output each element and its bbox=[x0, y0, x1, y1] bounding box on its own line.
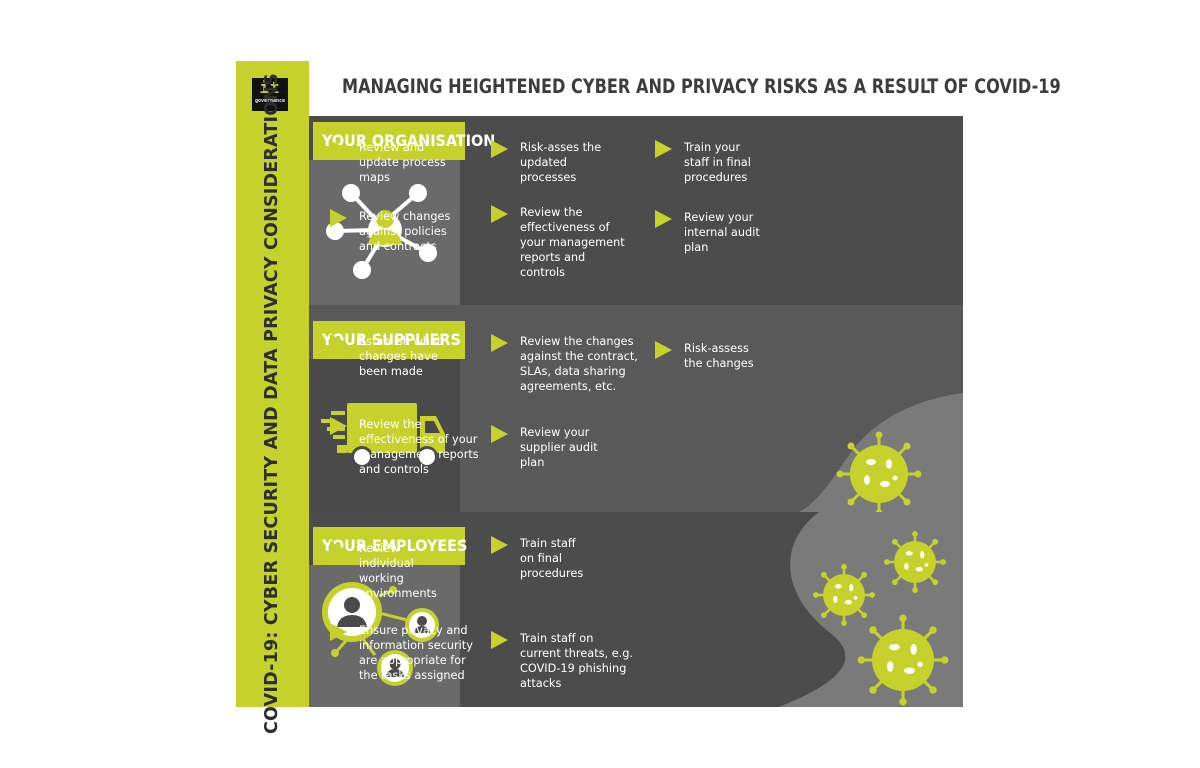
arrow-icon bbox=[491, 140, 508, 158]
item-text: Risk-assess the changes bbox=[684, 342, 754, 370]
network-person-icon bbox=[326, 184, 437, 279]
arrow-icon bbox=[655, 341, 672, 359]
item-text: Train staff on final procedures bbox=[520, 537, 584, 580]
list-item: Risk-asses the updated processes bbox=[491, 140, 601, 185]
arrow-icon bbox=[491, 425, 508, 443]
item-text: Review and update process maps bbox=[359, 141, 446, 184]
list-item: Review and update process maps bbox=[330, 140, 446, 185]
item-text: Review the effectiveness of your managem… bbox=[359, 418, 479, 476]
list-item: Review your supplier audit plan bbox=[491, 425, 598, 470]
section-suppliers: YOUR SUPPLIERS Es bbox=[309, 305, 963, 517]
virus-icon bbox=[857, 614, 949, 706]
item-text: Review changes against policies and cont… bbox=[359, 210, 451, 253]
virus-icon bbox=[813, 564, 875, 626]
item-text: Review your supplier audit plan bbox=[520, 426, 598, 469]
arrow-icon bbox=[330, 209, 347, 227]
arrow-icon bbox=[330, 140, 347, 158]
item-text: Train your staff in final procedures bbox=[684, 141, 751, 184]
list-item: Risk-assess the changes bbox=[655, 341, 754, 371]
arrow-icon bbox=[491, 631, 508, 649]
item-text: Review the effectiveness of your managem… bbox=[520, 206, 625, 279]
list-item: Train your staff in final procedures bbox=[655, 140, 751, 185]
icon-panel-suppliers bbox=[309, 359, 460, 512]
arrow-icon bbox=[330, 623, 347, 641]
logo-sub: governance bbox=[254, 98, 286, 104]
list-item: Review changes against policies and cont… bbox=[330, 209, 450, 254]
item-text: Review your internal audit plan bbox=[684, 211, 760, 254]
list-item: Establish what changes have been made bbox=[330, 334, 441, 379]
arrow-icon bbox=[491, 536, 508, 554]
list-item: Review the effectiveness of your managem… bbox=[491, 205, 625, 280]
list-item: Review your internal audit plan bbox=[655, 210, 760, 255]
arrow-icon bbox=[330, 334, 347, 352]
list-item: Train staff on current threats, e.g. COV… bbox=[491, 631, 633, 691]
arrow-icon bbox=[491, 205, 508, 223]
list-item: Train staff on final procedures bbox=[491, 536, 583, 581]
arrow-icon bbox=[491, 334, 508, 352]
item-text: Review the changes against the contract,… bbox=[520, 335, 638, 393]
arrow-icon bbox=[655, 210, 672, 228]
arrow-icon bbox=[330, 541, 347, 559]
it-governance-logo: it governance bbox=[252, 78, 288, 111]
section-employees: YOUR EMPLOYEES bbox=[309, 512, 963, 707]
section-organisation: YOUR ORGANISATION bbox=[309, 116, 963, 305]
sidebar: it governance COVID-19: CYBER SECURITY A… bbox=[236, 61, 309, 734]
list-item: Review the changes against the contract,… bbox=[491, 334, 638, 394]
icon-panel-organisation bbox=[309, 160, 460, 305]
arrow-icon bbox=[655, 140, 672, 158]
list-item: Review the effectiveness of your managem… bbox=[330, 417, 479, 477]
item-text: Establish what changes have been made bbox=[359, 335, 442, 378]
infographic: it governance COVID-19: CYBER SECURITY A… bbox=[236, 61, 1061, 734]
item-text: Risk-asses the updated processes bbox=[520, 141, 602, 184]
list-item: Ensure privacy and information security … bbox=[330, 623, 473, 683]
item-text: Train staff on current threats, e.g. COV… bbox=[520, 632, 634, 690]
arrow-icon bbox=[330, 417, 347, 435]
item-text: Review individual working environments bbox=[359, 542, 437, 600]
list-item: Review individual working environments bbox=[330, 541, 437, 601]
logo-mark: it bbox=[259, 78, 281, 97]
page-title: MANAGING HEIGHTENED CYBER AND PRIVACY RI… bbox=[342, 75, 1061, 98]
delivery-truck-icon bbox=[321, 403, 445, 468]
item-text: Ensure privacy and information security … bbox=[359, 624, 473, 682]
virus-icon bbox=[884, 531, 946, 593]
virus-icon bbox=[836, 431, 922, 517]
vertical-title: COVID-19: CYBER SECURITY AND DATA PRIVAC… bbox=[262, 73, 282, 734]
